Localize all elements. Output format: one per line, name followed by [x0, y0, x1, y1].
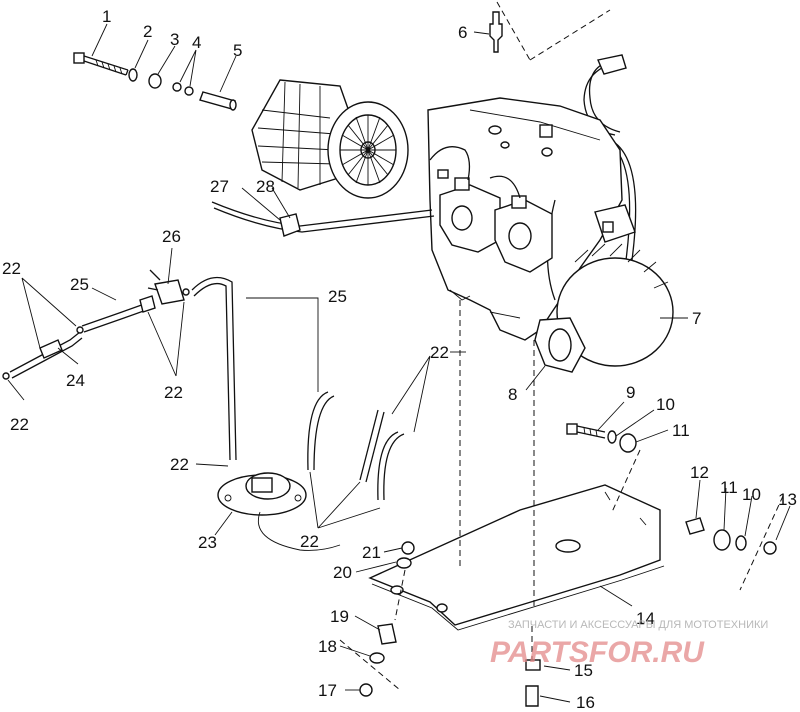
spacer-part: [199, 91, 237, 111]
throttle-cable: [429, 146, 471, 181]
callout-22: 22: [2, 259, 21, 278]
callout-10: 10: [656, 395, 675, 414]
callout-10-right: 10: [742, 485, 761, 504]
leader-lines: [7, 23, 791, 703]
spark-plug-part: [489, 11, 503, 53]
callout-22: 22: [300, 532, 319, 551]
o-ring-part: [172, 82, 182, 92]
callout-28: 28: [256, 177, 275, 196]
pulse-line: [258, 511, 341, 551]
callout-5: 5: [233, 41, 242, 60]
callout-24: 24: [66, 371, 85, 390]
center-line: [739, 495, 784, 591]
engine-plate-part: [368, 484, 665, 631]
center-line: [529, 9, 611, 61]
callout-22: 22: [10, 415, 29, 434]
callout-20: 20: [333, 563, 352, 582]
watermark-tagline: ЗАПЧАСТИ И АКСЕССУАРЫ ДЛЯ МОТОТЕХНИКИ: [508, 619, 768, 631]
callout-15: 15: [574, 661, 593, 680]
bushing-part: [619, 433, 637, 453]
bushing-part: [713, 529, 731, 551]
callout-25: 25: [328, 287, 347, 306]
callout-7: 7: [692, 309, 701, 328]
center-line: [611, 449, 641, 513]
callout-25: 25: [70, 275, 89, 294]
callout-11-right: 11: [720, 478, 738, 497]
callout-12: 12: [690, 463, 709, 482]
callout-1: 1: [102, 7, 111, 26]
callout-21: 21: [362, 543, 381, 562]
washer-part: [735, 535, 747, 551]
bolt-part: [73, 52, 129, 76]
callout-19: 19: [330, 607, 349, 626]
callout-2: 2: [143, 22, 152, 41]
callout-22: 22: [430, 343, 449, 362]
cdi-box-part: [594, 204, 636, 243]
washer-part: [148, 73, 162, 89]
choke-cable-part: [211, 201, 433, 227]
drive-clutch-part: [251, 79, 409, 199]
callout-11: 11: [672, 421, 690, 440]
washer-part: [128, 68, 138, 82]
carburetor-part: [439, 177, 501, 253]
callout-27: 27: [210, 177, 229, 196]
center-line: [339, 639, 401, 691]
center-line: [394, 569, 406, 621]
recoil-starter-part: [534, 243, 674, 373]
callout-26: 26: [162, 227, 181, 246]
callout-4: 4: [192, 33, 201, 52]
callout-23: 23: [198, 533, 217, 552]
callout-labels: 1 2 3 4 5 6 7 8 9 10 11 12 11 10 13 14 1…: [2, 7, 797, 712]
callout-16: 16: [576, 693, 595, 712]
callout-13: 13: [778, 490, 797, 509]
callout-18: 18: [318, 637, 337, 656]
o-ring-part: [184, 86, 194, 96]
nut-part: [763, 541, 777, 555]
washer-part: [607, 430, 617, 444]
callout-3: 3: [170, 30, 179, 49]
mount-bolt-part: [566, 423, 606, 439]
fuel-pump-part: [217, 472, 307, 516]
center-line: [496, 1, 531, 61]
callout-17: 17: [318, 681, 337, 700]
callout-9: 9: [626, 383, 635, 402]
fuel-line-part: [2, 295, 156, 380]
fuel-valve-part: [147, 269, 190, 305]
throttle-cable-part: [213, 207, 435, 233]
watermark-logo: PARTSFOR.RU: [490, 636, 705, 669]
callout-22: 22: [164, 383, 183, 402]
callout-22: 22: [170, 455, 189, 474]
fuel-pump-hose-part: [191, 276, 405, 501]
spacer-part: [685, 517, 705, 535]
callout-8: 8: [508, 385, 517, 404]
callout-6: 6: [458, 23, 467, 42]
throttle-cable: [489, 175, 521, 199]
carburetor-part: [494, 195, 553, 273]
cable-clip-part: [279, 213, 301, 237]
callout-14: 14: [636, 609, 655, 628]
plate-hardware-part: [359, 541, 541, 707]
